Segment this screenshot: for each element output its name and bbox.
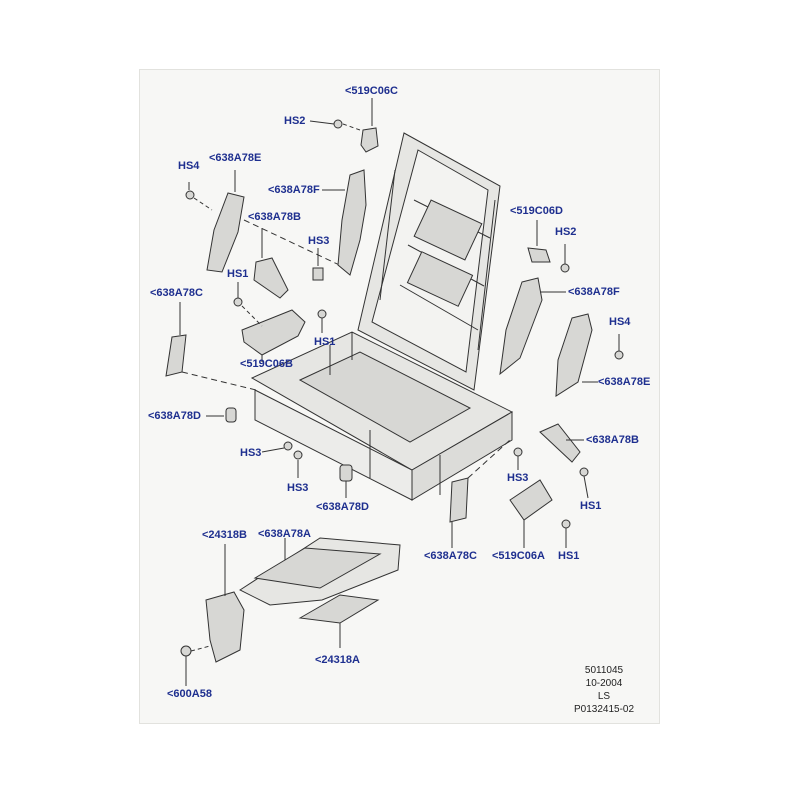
part-24318B	[180, 544, 245, 686]
callout-638A78F-left: <638A78F	[268, 184, 320, 196]
part-638A78D-bottom	[339, 464, 353, 498]
drawing-model: LS	[597, 691, 611, 702]
drawing-date: 10-2004	[585, 678, 623, 689]
part-519C06C	[309, 98, 379, 153]
callout-638A78B-right: <638A78B	[586, 434, 639, 446]
part-24318A	[298, 594, 380, 648]
callout-HS1-right-top: HS1	[580, 500, 602, 512]
part-638A78F-right	[499, 277, 566, 376]
seat-back-frame	[357, 132, 501, 391]
part-638A78C-left	[165, 302, 257, 391]
part-HS3-top	[312, 248, 324, 281]
callout-638A78F-right: <638A78F	[568, 286, 620, 298]
callout-638A78A: <638A78A	[258, 528, 311, 540]
callout-519C06D: <519C06D	[510, 205, 563, 217]
part-638A78C-bottom	[449, 439, 511, 548]
callout-HS4-left: HS4	[178, 160, 200, 172]
part-HS1-right-top	[579, 467, 589, 499]
callout-519C06B: <519C06B	[240, 358, 293, 370]
part-638A78E-left	[185, 170, 351, 273]
part-HS3-right	[513, 447, 523, 470]
callout-638A78E-right: <638A78E	[598, 376, 651, 388]
callout-600A58: <600A58	[167, 688, 212, 700]
callout-HS1-left-top: HS1	[227, 268, 249, 280]
callout-638A78D-left: <638A78D	[148, 410, 201, 422]
callout-HS3-top: HS3	[308, 235, 330, 247]
part-638A78D-left	[206, 407, 237, 423]
callout-HS4-right: HS4	[609, 316, 631, 328]
part-519C06A	[509, 479, 571, 548]
part-638A78B-right	[539, 423, 584, 463]
callout-24318A: <24318A	[315, 654, 360, 666]
callout-519C06A: <519C06A	[492, 550, 545, 562]
callout-519C06C: <519C06C	[345, 85, 398, 97]
drawing-reference: P0132415-02	[573, 704, 635, 715]
callout-HS2-top: HS2	[284, 115, 306, 127]
callout-HS1-right-bottom: HS1	[558, 550, 580, 562]
callout-HS3-left: HS3	[240, 447, 262, 459]
part-HS3-left	[261, 441, 303, 478]
part-519C06D	[527, 220, 570, 273]
callout-HS1-left-mid: HS1	[314, 336, 336, 348]
callout-638A78D-bottom: <638A78D	[316, 501, 369, 513]
callout-24318B: <24318B	[202, 529, 247, 541]
callout-HS2-right: HS2	[555, 226, 577, 238]
callout-638A78C-bottom: <638A78C	[424, 550, 477, 562]
part-638A78A	[238, 537, 401, 606]
part-638A78B-left	[253, 228, 289, 299]
callout-HS3-bottom: HS3	[287, 482, 309, 494]
callout-HS3-right: HS3	[507, 472, 529, 484]
part-519C06B	[233, 282, 327, 362]
drawing-number: 5011045	[584, 665, 624, 676]
callout-638A78E-left: <638A78E	[209, 152, 262, 164]
part-638A78E-right	[555, 313, 624, 397]
part-638A78F-left	[322, 169, 367, 276]
callout-638A78B-left: <638A78B	[248, 211, 301, 223]
seat-cushion-frame	[250, 331, 514, 501]
callout-638A78C-left: <638A78C	[150, 287, 203, 299]
